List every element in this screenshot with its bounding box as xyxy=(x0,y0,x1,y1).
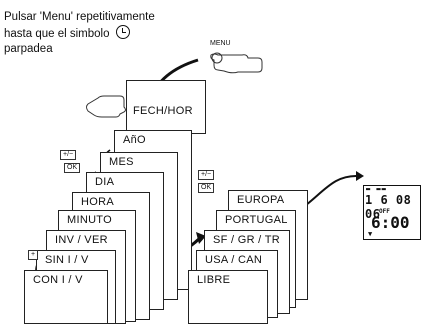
lcd-date: 1 6 08 06 xyxy=(365,193,412,221)
card-fech-hor-label: FECH/HOR xyxy=(133,105,193,117)
instruction-line-1: Pulsar 'Menu' repetitivamente xyxy=(4,11,155,23)
lcd-indicator: ▼ xyxy=(368,230,373,238)
instruction-line-3: parpadea xyxy=(4,43,53,55)
plus-button: + xyxy=(28,250,39,260)
hand-pointer-icon xyxy=(86,95,126,118)
card-con-iv: CON I / V xyxy=(24,270,108,324)
lcd-time: 6:00 xyxy=(371,213,410,232)
lcd-dst: OFF xyxy=(379,208,390,215)
menu-button-label: MENU xyxy=(210,40,231,47)
ok-button-right: OK xyxy=(198,183,215,193)
hand-pointer-icon xyxy=(210,53,263,74)
lcd-display: ▬ ▬▬ 1 6 08 06 OFF 6:00 ▼ xyxy=(363,185,421,240)
plus-minus-button-left: +/− xyxy=(60,150,77,160)
instruction-text: Pulsar 'Menu' repetitivamente hasta que … xyxy=(4,10,155,57)
lcd-segment-marks: ▬ ▬▬ xyxy=(366,185,387,193)
clock-icon xyxy=(115,25,130,39)
card-fech-hor: FECH/HOR xyxy=(126,80,206,134)
ok-button-left: OK xyxy=(64,163,81,173)
card-libre: LIBRE xyxy=(188,270,268,324)
plus-minus-button-right: +/− xyxy=(198,170,215,180)
instruction-line-2: hasta que el simbolo xyxy=(4,28,110,40)
